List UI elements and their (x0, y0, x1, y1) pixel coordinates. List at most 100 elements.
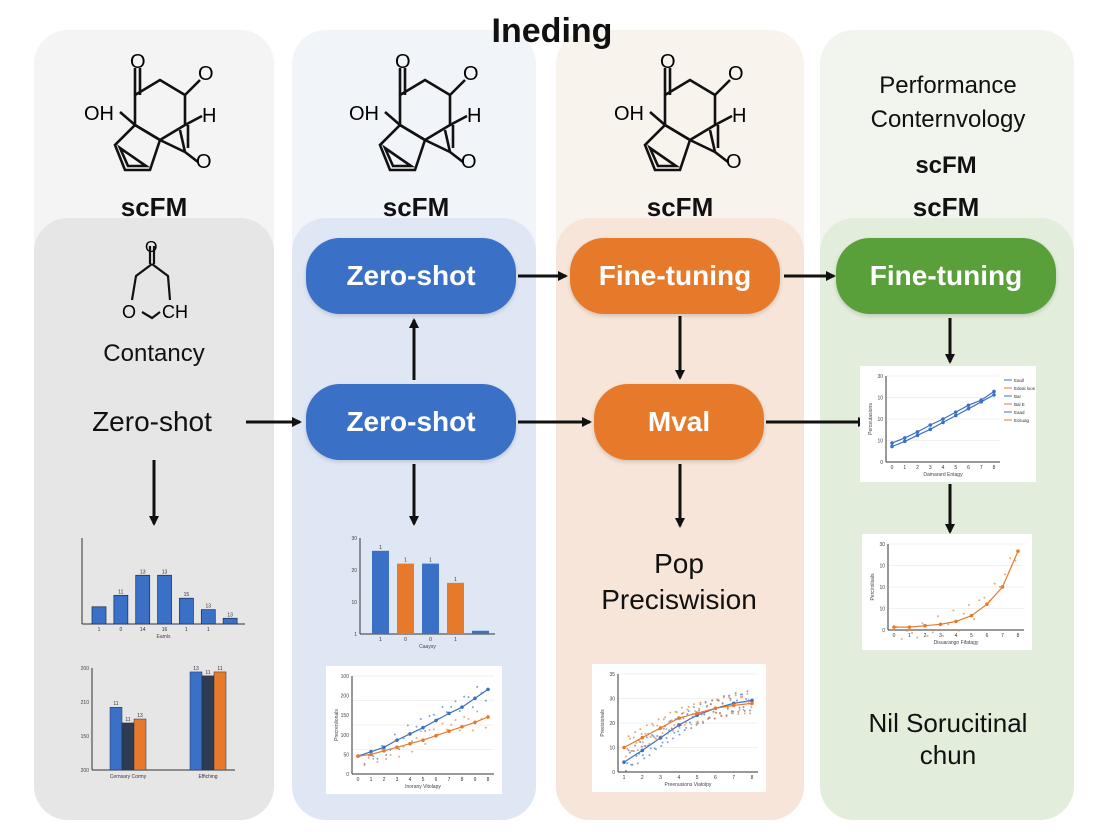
x-tick-label: 0 (429, 637, 432, 643)
mol3-h: H (732, 105, 746, 127)
scatter-point (732, 712, 735, 715)
scatter-point (639, 728, 642, 731)
scatter-point (699, 703, 702, 706)
scatter-point (649, 747, 652, 750)
scatter-point (634, 731, 637, 734)
scatter-point (900, 637, 903, 640)
y-axis-label: Precrenlionals (334, 709, 340, 741)
x-tick-label: 0 (891, 465, 894, 471)
x-tick-label: 5 (696, 775, 699, 781)
bar-value-label: 13 (137, 713, 143, 719)
scatter-point (631, 763, 634, 766)
scatter-point (660, 735, 663, 738)
x-axis-label: Caaysy (419, 644, 436, 650)
data-point (473, 720, 477, 725)
col1-label: Contancy (103, 340, 205, 367)
x-tick-label: 7 (732, 775, 735, 781)
ketone-ring-structure: O O CH (122, 239, 188, 322)
x-tick-label: 5 (422, 777, 425, 783)
scatter-point (704, 700, 707, 703)
scatter-point (677, 730, 680, 733)
mol-h: H (202, 105, 216, 127)
x-tick-label: 2 (383, 777, 386, 783)
mol-o-top-left: O (130, 51, 146, 73)
scatter-point (692, 705, 695, 708)
scatter-point (690, 727, 693, 730)
scatter-point (711, 699, 714, 702)
mol2-o-top-left: O (395, 51, 411, 73)
data-point (421, 725, 425, 730)
x-tick-label: 4 (409, 777, 412, 783)
x-tick-label: Cernsary Cormy (110, 774, 147, 780)
scatter-point (983, 596, 986, 599)
scatter-point (645, 736, 648, 739)
zero-shot-pill-top[interactable]: Zero-shot (306, 238, 516, 314)
bar (113, 594, 129, 625)
x-tick-label: 8 (993, 465, 996, 471)
scatter-point (921, 622, 924, 625)
scatter-point (376, 757, 379, 760)
y-tick-label: 200 (341, 694, 350, 700)
y-axis-label: Preeisionals (600, 709, 606, 737)
fine-tuning-pill-orange[interactable]: Fine-tuning (570, 238, 780, 314)
scatter-point (728, 696, 731, 699)
y-tick-label: 1 (354, 632, 357, 638)
series-line (357, 716, 489, 757)
bar-value-label: 1 (454, 577, 457, 583)
zero-shot-pill-mid[interactable]: Zero-shot (306, 384, 516, 460)
scatter-point (627, 735, 630, 738)
scatter-point (746, 692, 749, 695)
scatter-point (698, 707, 701, 710)
bar-value-label: 13 (227, 612, 233, 618)
data-point (447, 711, 451, 716)
legend-label: Bal E (1014, 402, 1025, 407)
scatter-point (671, 737, 674, 740)
scatter-point (726, 708, 729, 711)
data-point (915, 433, 920, 438)
scatter-point (415, 725, 418, 728)
scatter-point (441, 706, 444, 709)
data-point (369, 749, 373, 754)
fine-tuning-pill-green[interactable]: Fine-tuning (836, 238, 1056, 314)
data-point (713, 706, 718, 711)
y-axis-label: Perceutasions (868, 403, 874, 435)
scatter-point (722, 696, 725, 699)
scatter-point (411, 750, 414, 753)
x-tick-label: 1 (370, 777, 373, 783)
scatter-point (652, 724, 655, 727)
scatter-point (743, 712, 746, 715)
x-tick-label: 1 (185, 627, 188, 633)
scatter-point (686, 713, 689, 716)
data-point (985, 602, 989, 606)
grouped-bar (213, 671, 227, 771)
x-tick-label: 6 (714, 775, 717, 781)
mol-o-top-right: O (198, 63, 214, 85)
scatter-point (635, 755, 638, 758)
x-tick-label: 7 (1001, 633, 1004, 639)
scatter-point (741, 695, 744, 698)
scatter-point (628, 737, 631, 740)
bar (135, 574, 151, 625)
scatter-point (458, 729, 461, 732)
scatter-point (655, 737, 657, 740)
molecule-structure-3: O O OH H O (614, 51, 746, 173)
x-tick-label: 8 (461, 777, 464, 783)
data-point (640, 748, 645, 753)
mval-pill[interactable]: Mval (594, 384, 764, 460)
data-point (953, 413, 958, 418)
bar-value-label: 11 (113, 701, 118, 707)
scatter-point (628, 751, 631, 754)
scatter-point (749, 709, 752, 712)
y-tick-label: 210 (81, 700, 90, 706)
scatter-point (728, 694, 731, 697)
col4-header-line2: Conternvology (870, 106, 1026, 133)
scatter-point (665, 728, 668, 731)
legend-label: Eaull (1014, 378, 1024, 383)
x-tick-label: 9 (474, 777, 477, 783)
diagram-title: Ineding (491, 12, 613, 50)
col4-header-line1: Performance (879, 72, 1017, 99)
bar (179, 597, 194, 625)
